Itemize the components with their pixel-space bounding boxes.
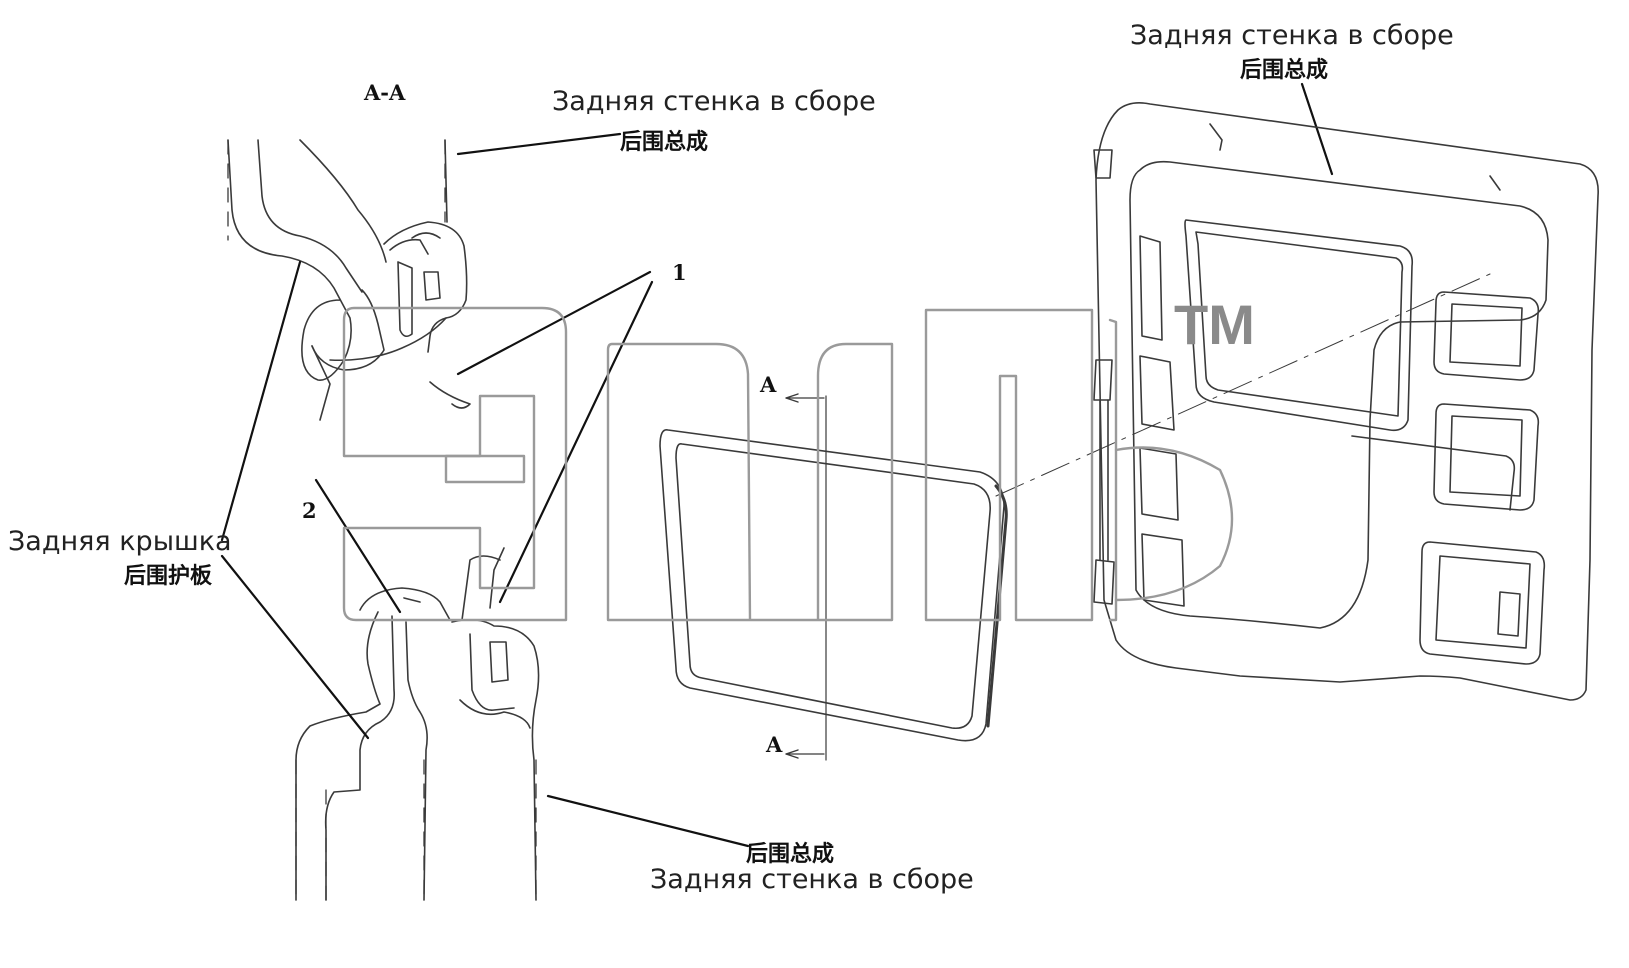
rear-wall-label-mid-ru: Задняя стенка в сборе bbox=[552, 86, 876, 117]
rear-wall-label-mid-cn: 后围总成 bbox=[620, 130, 709, 155]
rear-wall-label-bottom-ru: Задняя стенка в сборе bbox=[650, 864, 974, 895]
rear-cover-panel bbox=[659, 273, 1491, 761]
section-dashed-lines bbox=[227, 139, 537, 901]
rear-cover-label-cn: 后围护板 bbox=[124, 564, 213, 589]
leader-lines bbox=[220, 82, 1334, 848]
rear-wall-assembly bbox=[1093, 102, 1599, 701]
rear-cover-label-ru: Задняя крышка bbox=[8, 526, 232, 557]
callout-2: 2 bbox=[302, 498, 317, 523]
rear-wall-label-top-cn: 后围总成 bbox=[1240, 58, 1329, 83]
callout-1: 1 bbox=[672, 260, 687, 285]
section-lower-profile bbox=[295, 547, 540, 901]
section-upper-profile bbox=[227, 139, 471, 421]
watermark-trademark: TM bbox=[1174, 293, 1255, 356]
section-mark: A-A bbox=[364, 80, 406, 105]
section-arrow-top-label: A bbox=[760, 372, 777, 397]
section-arrow-bottom-label: A bbox=[766, 732, 783, 757]
rear-wall-label-bottom-cn: 后围总成 bbox=[746, 842, 835, 867]
rear-wall-label-top-ru: Задняя стенка в сборе bbox=[1130, 20, 1454, 51]
watermark-outline bbox=[342, 306, 1234, 622]
